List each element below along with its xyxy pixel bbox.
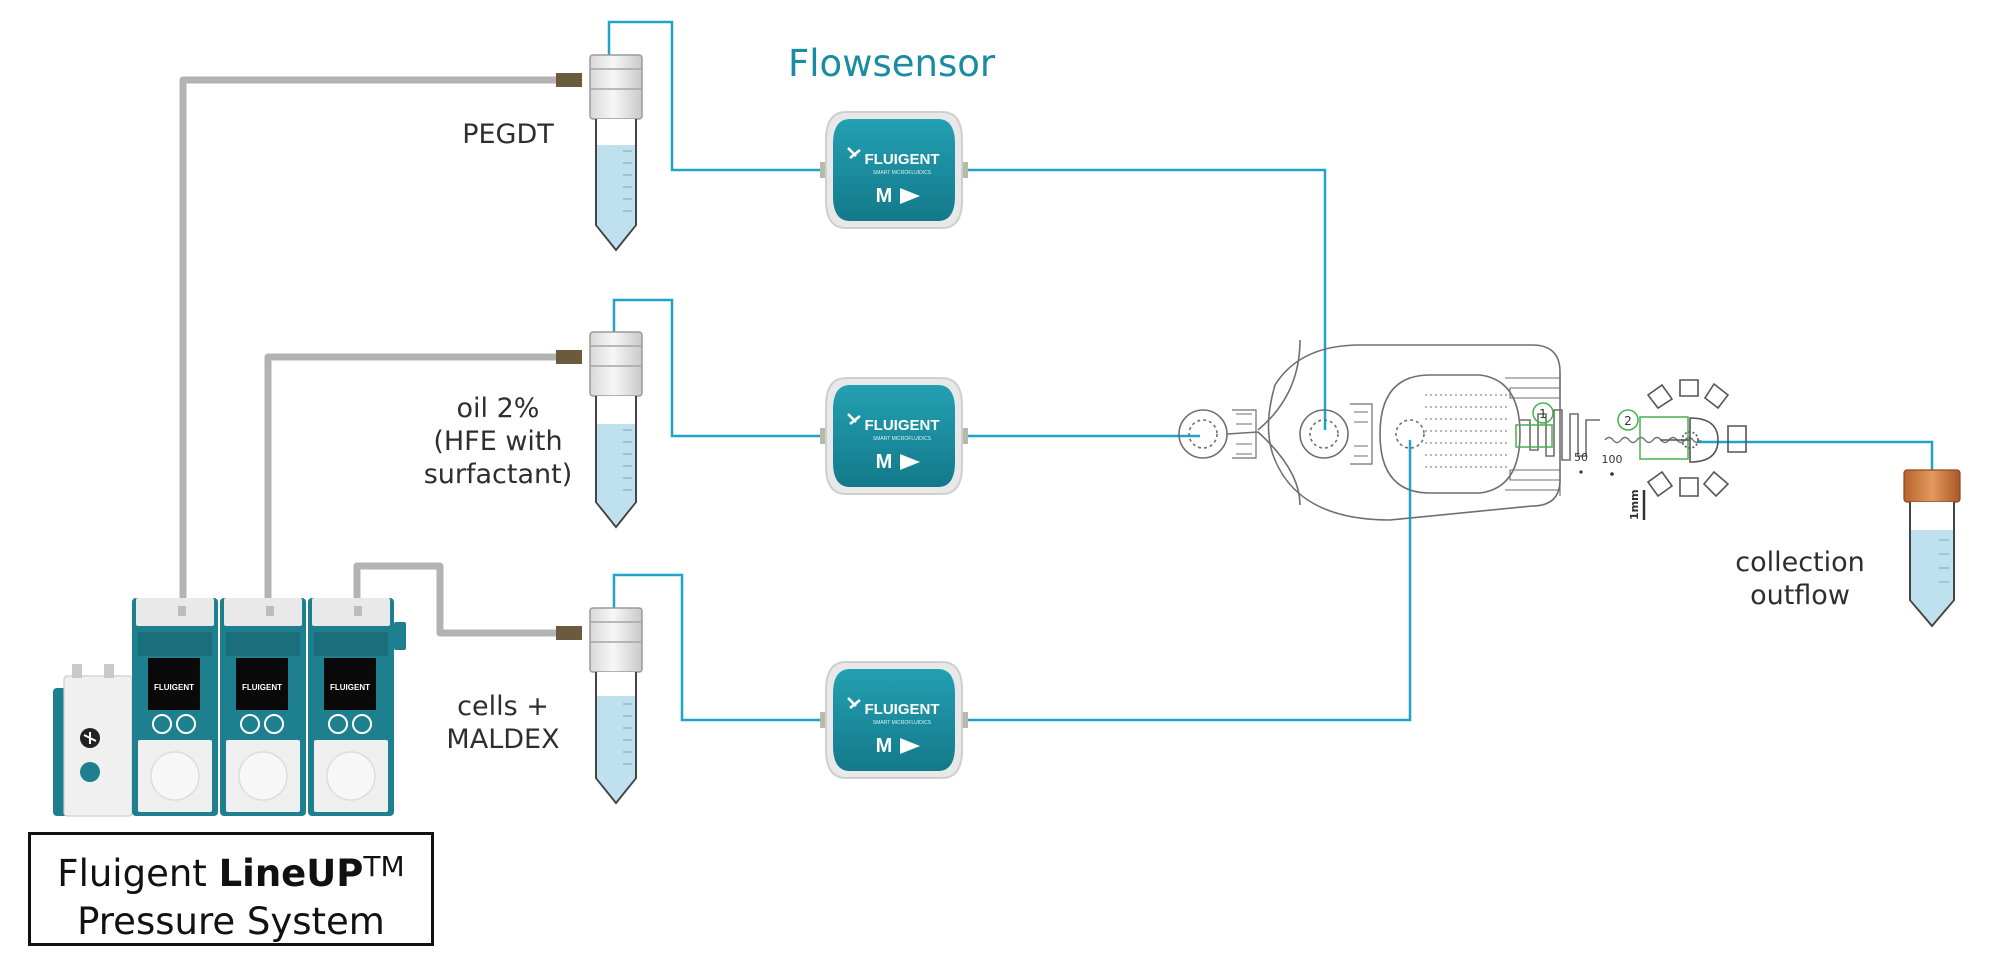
sensor-size: M — [876, 451, 893, 473]
label-oil-line-2: (HFE with — [433, 426, 563, 457]
link-module — [53, 664, 133, 817]
inlet-filter-left — [1178, 409, 1259, 459]
lineup-pressure-system: FLUIGENT FLUIGENT FLUIGENT — [53, 598, 406, 817]
sensor-sub: SMART MICROFLUIDICS — [873, 170, 932, 176]
flow-sensor-3: FLUIGENT SMART MICROFLUIDICS M — [820, 661, 968, 779]
scale-value-50: 50 — [1574, 451, 1588, 464]
chip-annotations: 1 2 50 100 1mm — [1539, 407, 1646, 520]
knob-icon — [264, 714, 284, 734]
inner-chamber — [1379, 374, 1521, 494]
sensor-size: M — [876, 185, 893, 207]
pressure-tubing — [179, 76, 560, 637]
flow-sensor-1: FLUIGENT SMART MICROFLUIDICS M — [820, 111, 968, 229]
liquid-line-2 — [612, 298, 826, 438]
scale-value-100: 100 — [1602, 453, 1623, 466]
fluigent-logo-icon — [847, 413, 861, 425]
label-pegdt: PEGDT — [462, 119, 554, 150]
system-label-sup: TM — [363, 850, 405, 883]
reservoir-oil — [589, 331, 643, 529]
pressure-line-2 — [264, 353, 560, 598]
module-brand: FLUIGENT — [330, 683, 370, 692]
reservoir-cells — [589, 607, 643, 805]
pressure-module-2: FLUIGENT — [220, 598, 306, 816]
system-label-line2: Pressure System — [77, 900, 385, 943]
serpentine-channel — [1520, 409, 1600, 461]
liquid-line-3 — [612, 573, 826, 722]
pillar-array — [1425, 394, 1510, 468]
sensor-sub: SMART MICROFLUIDICS — [873, 436, 932, 442]
label-cells-line-2: MALDEX — [446, 724, 560, 755]
fluigent-logo-icon — [847, 147, 861, 159]
microfluidic-chip — [1178, 339, 1747, 521]
knob-icon — [240, 714, 260, 734]
pressure-module-3: FLUIGENT — [308, 598, 406, 816]
sensor-brand: FLUIGENT — [865, 151, 940, 168]
label-collection-line-2: outflow — [1750, 580, 1850, 611]
pressure-module-1: FLUIGENT — [132, 598, 218, 816]
system-label: Fluigent LineUPTM Pressure System — [28, 832, 434, 946]
liquid-tubing — [607, 20, 1934, 722]
label-oil: oil 2% (HFE with surfactant) — [408, 392, 588, 491]
label-collection-line-1: collection — [1735, 547, 1865, 578]
flow-sensor-2: FLUIGENT SMART MICROFLUIDICS M — [820, 377, 968, 495]
scale-bar-label: 1mm — [1628, 489, 1641, 520]
knob-icon — [352, 714, 372, 734]
module-brand: FLUIGENT — [242, 683, 282, 692]
inlet-number-2: 2 — [1624, 414, 1632, 428]
liquid-line-1 — [607, 20, 826, 172]
play-icon — [900, 188, 920, 204]
sensor-sub: SMART MICROFLUIDICS — [873, 720, 932, 726]
collection-tube — [1903, 469, 1961, 628]
tube-fittings — [556, 73, 582, 640]
inlet-number-1: 1 — [1539, 407, 1547, 421]
sensor-brand: FLUIGENT — [865, 701, 940, 718]
knob-icon — [152, 714, 172, 734]
fluigent-logo-icon — [847, 697, 861, 709]
label-collection: collection outflow — [1700, 546, 1900, 612]
label-cells-line-1: cells + — [457, 691, 549, 722]
system-label-bold: LineUP — [218, 852, 364, 895]
outflow-line — [1698, 440, 1934, 470]
inlet-filter-center — [1299, 403, 1373, 465]
label-oil-line-1: oil 2% — [456, 393, 540, 424]
reservoir-pegdt — [589, 54, 643, 252]
label-oil-line-3: surfactant) — [423, 459, 573, 490]
label-cells: cells + MALDEX — [418, 690, 588, 756]
sensor-brand: FLUIGENT — [865, 417, 940, 434]
liquid-line-1b — [962, 168, 1327, 430]
play-icon — [900, 738, 920, 754]
outlet-rosette — [1646, 379, 1747, 498]
pressure-line-1 — [179, 76, 560, 598]
system-label-prefix: Fluigent — [57, 852, 219, 895]
liquid-line-3b — [962, 440, 1412, 722]
knob-icon — [176, 714, 196, 734]
sensor-size: M — [876, 735, 893, 757]
play-icon — [900, 454, 920, 470]
pressure-line-3 — [353, 562, 560, 637]
flowsensor-title: Flowsensor — [788, 42, 996, 85]
status-led-icon — [80, 762, 100, 782]
knob-icon — [328, 714, 348, 734]
module-brand: FLUIGENT — [154, 683, 194, 692]
